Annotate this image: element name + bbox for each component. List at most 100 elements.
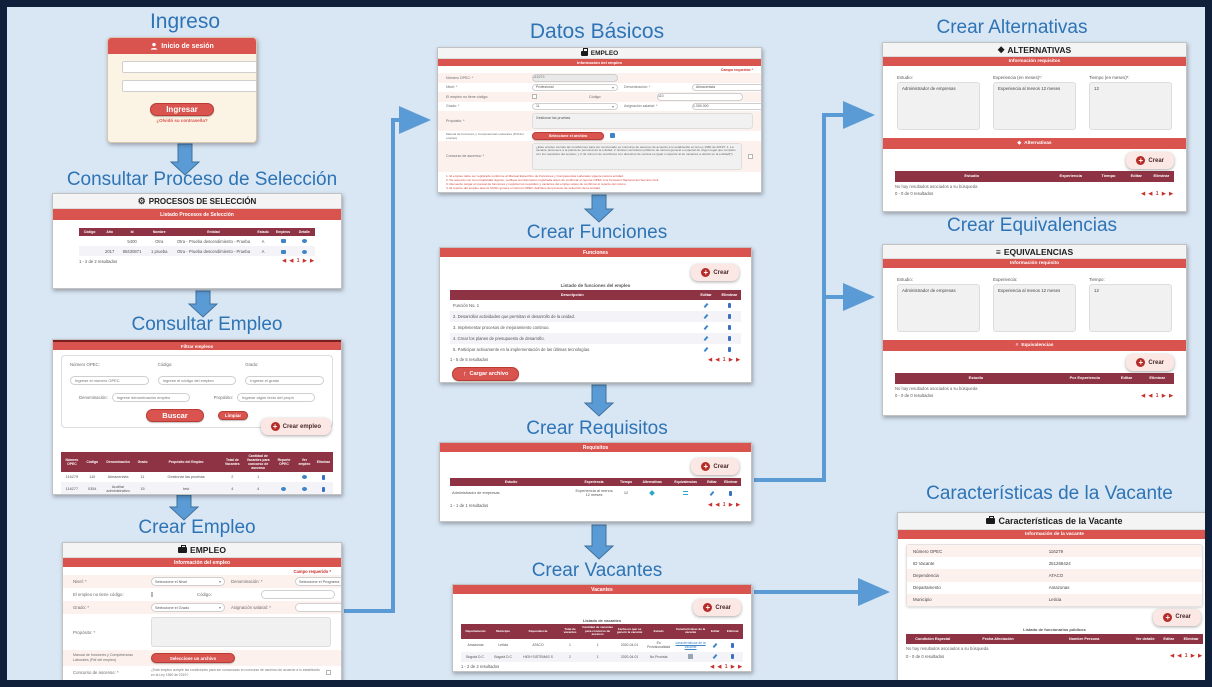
diamond-icon[interactable] [649, 490, 656, 496]
crear-requisito-button[interactable]: + Crear [691, 458, 739, 475]
trash-icon[interactable] [727, 313, 731, 319]
column-header: Cantidad de vacantes para concurso de as… [580, 624, 616, 639]
edit-icon[interactable] [703, 346, 709, 352]
step-title-caracteristicas: Características de la Vacante [926, 483, 1173, 504]
codigo-input[interactable] [261, 590, 335, 599]
trash-icon[interactable] [727, 335, 731, 341]
username-input[interactable] [122, 61, 256, 73]
eye-icon[interactable] [281, 487, 287, 492]
edit-icon[interactable] [703, 324, 709, 331]
seleccionar-archivo-button[interactable]: Seleccione el archivo [532, 131, 604, 140]
crear-funcion-button[interactable]: + Crear [691, 264, 739, 281]
trash-icon[interactable] [727, 302, 731, 308]
crear-equivalencia-button[interactable]: + Crear [1126, 354, 1174, 371]
no-codigo-checkbox[interactable] [151, 592, 153, 597]
cargar-archivo-button[interactable]: ↑ Cargar archivo [452, 367, 520, 382]
password-input[interactable] [122, 80, 256, 92]
column-header: Nombre [145, 228, 174, 237]
column-header: Eliminar [720, 478, 741, 487]
column-header: Estudio [450, 478, 573, 487]
edit-icon[interactable] [709, 490, 715, 496]
asignacion-input[interactable] [295, 603, 341, 612]
building-icon[interactable] [688, 654, 694, 660]
column-header: Id [119, 228, 146, 237]
concurso-textarea[interactable]: ¿Este empleo cumple las condiciones para… [532, 142, 742, 170]
edit-icon[interactable] [712, 642, 718, 648]
crear-alternativa-button[interactable]: + Crear [1126, 152, 1174, 169]
seleccionar-archivo-button[interactable]: Seleccione un archivo [151, 653, 235, 663]
paginator[interactable]: ◀ ◀ 1 ▶ ▶ [1141, 190, 1174, 197]
info-empleo-bar: Información del empleo [438, 59, 761, 66]
paginator[interactable]: ◀ ◀ 1 ▶ ▶ [710, 663, 743, 670]
grado-select[interactable]: Seleccione el Grado▾ [151, 603, 225, 612]
column-header: Dependencia [516, 624, 560, 639]
trash-icon[interactable] [727, 324, 731, 330]
crear-funcionario-button[interactable]: + Crear [1153, 608, 1201, 626]
paginator[interactable]: ◀ ◀ 1 ▶ ▶ [708, 356, 741, 363]
login-button[interactable]: Ingresar [150, 103, 214, 116]
tiempo-textarea[interactable]: 12 [1089, 82, 1172, 130]
crear-empleo-button[interactable]: + Crear empleo [260, 418, 331, 435]
estudio-textarea[interactable]: Administrador de empresas [897, 82, 980, 130]
asignacion-input[interactable]: 1.300.000 [692, 102, 761, 110]
form-notes: 1. El empleo debe ser registrado conform… [446, 173, 660, 191]
experiencia-textarea[interactable]: Experiencia al menos 12 meses [993, 82, 1076, 130]
no-codigo-label: El empleo no tiene código: [73, 592, 124, 597]
concurso-label: Concurso de ascenso: * [73, 670, 119, 675]
buscar-button[interactable]: Buscar [146, 409, 204, 422]
paginator[interactable]: ◀ ◀ 1 ▶ ▶ [282, 258, 315, 265]
nivel-select[interactable]: Profesional▾ [532, 83, 618, 91]
denominacion-select[interactable]: Almacenista▾ [692, 83, 761, 91]
file-link-icon[interactable] [610, 133, 615, 139]
edit-icon[interactable] [703, 335, 709, 341]
proposito-input[interactable] [237, 393, 316, 402]
concurso-checkbox[interactable] [326, 670, 331, 675]
experiencia-textarea[interactable]: Experiencia al menos 12 meses [993, 284, 1076, 332]
column-header: Fecha en que se generó la vacante [615, 624, 645, 639]
equiv-icon[interactable] [683, 490, 689, 495]
denominacion-input[interactable] [111, 393, 190, 402]
tiempo-textarea[interactable]: 12 [1089, 284, 1172, 332]
cell-link[interactable]: características de la vacante [675, 641, 706, 650]
forgot-password-link[interactable]: ¿Olvidó su contraseña? [156, 118, 208, 123]
column-header: Editar [1123, 171, 1149, 182]
trash-icon[interactable] [731, 654, 735, 660]
no-codigo-checkbox[interactable] [532, 94, 537, 100]
edit-icon[interactable] [703, 302, 709, 309]
edit-icon[interactable] [703, 313, 709, 320]
trash-icon[interactable] [727, 346, 731, 352]
numero-opec-input[interactable] [70, 376, 149, 385]
proposito-textarea[interactable]: Gestionar las pruebas [532, 113, 753, 129]
paginator[interactable]: ◀ ◀ 1 ▶ ▶ [1141, 392, 1174, 399]
limpiar-button[interactable]: Limpiar [218, 411, 248, 420]
chevron-down-icon: ▾ [611, 84, 614, 90]
trash-icon[interactable] [731, 642, 735, 648]
case-icon[interactable] [280, 239, 286, 244]
top-strip [53, 340, 341, 342]
edit-icon[interactable] [712, 654, 718, 660]
denominacion-select[interactable]: Seleccione el Programa▾ [295, 577, 341, 586]
grado-select[interactable]: 11▾ [532, 102, 618, 110]
proposito-textarea[interactable] [151, 617, 331, 647]
concurso-checkbox[interactable] [748, 153, 753, 159]
eye-icon[interactable] [301, 487, 307, 492]
nivel-select[interactable]: Seleccione el Nivel▾ [151, 577, 225, 586]
trash-icon[interactable] [729, 490, 733, 496]
eye-icon[interactable] [301, 239, 307, 244]
estudio-textarea[interactable]: Administrador de empresas [897, 284, 980, 332]
paginator[interactable]: ◀ ◀ 1 ▶ ▶ [1170, 653, 1203, 660]
step-title-crear-funciones: Crear Funciones [526, 222, 668, 243]
eye-icon[interactable] [301, 249, 307, 254]
crear-vacante-button[interactable]: + Crear [693, 599, 741, 616]
codigo-input[interactable]: 110 [657, 93, 743, 101]
case-icon[interactable] [280, 249, 286, 254]
eye-icon[interactable] [301, 475, 307, 480]
table-row: 4. Crear los planes de presupuesto de de… [450, 332, 741, 344]
paginator[interactable]: ◀ ◀ 1 ▶ ▶ [708, 502, 741, 509]
grado-input[interactable] [245, 376, 324, 385]
codigo-input[interactable] [157, 376, 237, 385]
trash-icon[interactable] [321, 474, 325, 480]
trash-icon[interactable] [321, 486, 325, 492]
